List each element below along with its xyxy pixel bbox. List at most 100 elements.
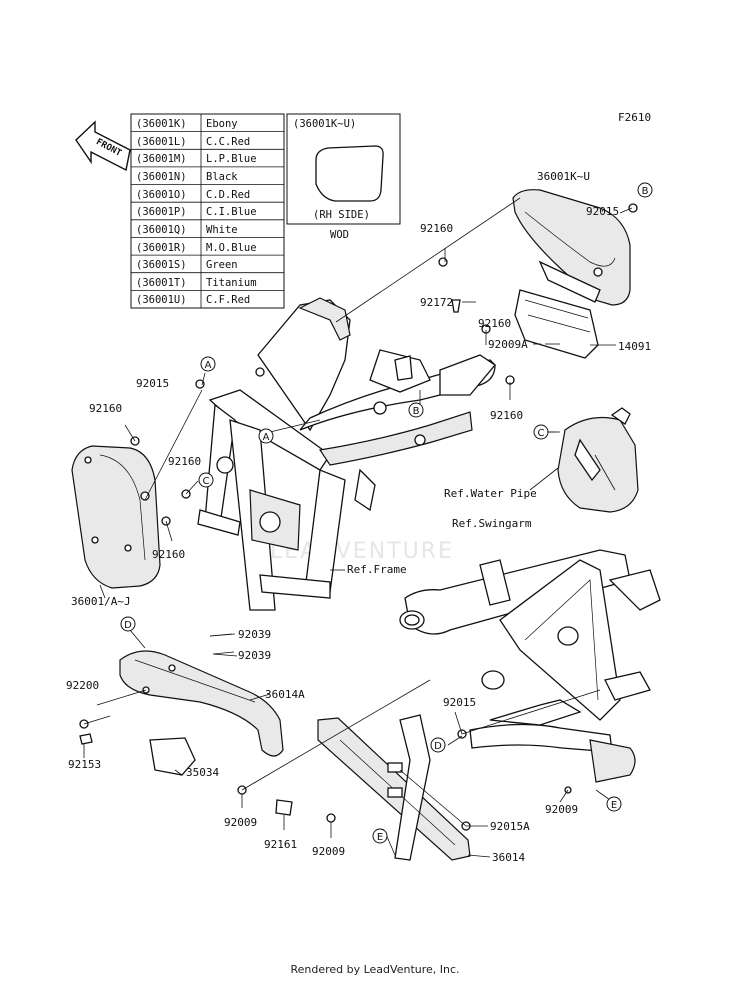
table-code: (36001O) xyxy=(136,189,187,201)
table-color: C.C.Red xyxy=(206,136,250,148)
table-code: (36001M) xyxy=(136,153,187,165)
watermark-text: LEADVENTURE xyxy=(270,539,454,564)
part-label: 92015A xyxy=(490,820,530,833)
part-label: 92015 xyxy=(586,205,619,218)
part-label: 92160 xyxy=(89,402,122,415)
part-label: Ref.Frame xyxy=(347,563,407,576)
clip-92039 xyxy=(212,651,235,655)
svg-text:C: C xyxy=(203,476,210,487)
part-label: 92160 xyxy=(420,222,453,235)
part-label: 36001/A~J xyxy=(71,595,131,608)
part-label: 92015 xyxy=(443,696,476,709)
bolt-92153 xyxy=(79,733,93,745)
plate-92161 xyxy=(275,799,293,816)
table-code: (36001R) xyxy=(136,242,187,254)
part-label: 36001K~U xyxy=(537,170,590,183)
callout-b: B xyxy=(408,402,424,418)
table-color: C.I.Blue xyxy=(206,206,257,218)
table-code: (36001T) xyxy=(136,277,187,289)
inset-side: (RH SIDE) xyxy=(313,209,370,221)
callout-c: C xyxy=(198,472,214,488)
bolt-92172 xyxy=(451,299,461,313)
part-label: 92009 xyxy=(224,816,257,829)
part-label: 92160 xyxy=(152,548,185,561)
bracket-35034 xyxy=(149,737,196,776)
part-label: 92039 xyxy=(238,649,271,662)
part-label: 92015 xyxy=(136,377,169,390)
callout-d: D xyxy=(430,737,446,753)
leader-lines xyxy=(83,197,633,858)
callout-b: B xyxy=(637,182,653,198)
svg-text:B: B xyxy=(413,406,420,417)
table-code: (36001P) xyxy=(136,206,187,218)
table-color: Titanium xyxy=(206,277,257,289)
part-label: 92160 xyxy=(490,409,523,422)
callout-c: C xyxy=(533,424,549,440)
side-cover-inset: (36001K~U) (RH SIDE) WOD xyxy=(286,113,401,241)
part-label: 92172 xyxy=(420,296,453,309)
figure-code: F2610 xyxy=(618,111,651,124)
svg-text:B: B xyxy=(642,186,649,197)
color-table: (36001K) Ebony (36001L) C.C.Red (36001M)… xyxy=(130,113,285,309)
svg-text:C: C xyxy=(538,428,545,439)
part-label: 36014A xyxy=(265,688,305,701)
svg-text:D: D xyxy=(124,620,132,631)
footer-credit: Rendered by LeadVenture, Inc. xyxy=(290,963,460,976)
frame xyxy=(197,297,496,611)
table-color: M.O.Blue xyxy=(206,242,257,254)
lh-side-cover xyxy=(71,445,161,589)
table-color: C.D.Red xyxy=(206,189,250,201)
part-label: 92009 xyxy=(545,803,578,816)
callout-a: A xyxy=(258,428,274,444)
part-label: 14091 xyxy=(618,340,651,353)
lower-cover-36014 xyxy=(317,714,471,861)
callout-e: E xyxy=(372,828,388,844)
part-label: 35034 xyxy=(186,766,219,779)
part-label: 92160 xyxy=(478,317,511,330)
part-label: 92161 xyxy=(264,838,297,851)
inset-caption: WOD xyxy=(330,229,349,241)
table-color: C.F.Red xyxy=(206,294,250,306)
svg-text:D: D xyxy=(434,741,442,752)
side-cover-outline xyxy=(315,145,384,202)
table-code: (36001N) xyxy=(136,171,187,183)
table-code: (36001K) xyxy=(136,118,187,130)
table-color: L.P.Blue xyxy=(206,153,257,165)
svg-text:E: E xyxy=(377,832,383,843)
part-label: Ref.Swingarm xyxy=(452,517,532,530)
grommet xyxy=(140,491,150,501)
callout-d: D xyxy=(120,616,136,632)
rh-side-cover xyxy=(512,189,631,306)
grommet xyxy=(628,203,638,213)
table-code: (36001L) xyxy=(136,136,187,148)
chain-guard-36014a xyxy=(119,650,284,757)
table-color: White xyxy=(206,224,238,236)
part-label: 92160 xyxy=(168,455,201,468)
table-code: (36001S) xyxy=(136,259,187,271)
table-code: (36001Q) xyxy=(136,224,187,236)
part-label: 92009A xyxy=(488,338,528,351)
callout-e: E xyxy=(606,796,622,812)
table-color: Black xyxy=(206,171,238,183)
inset-title: (36001K~U) xyxy=(293,118,356,130)
part-label: 36014 xyxy=(492,851,525,864)
table-code: (36001U) xyxy=(136,294,187,306)
part-label: 92153 xyxy=(68,758,101,771)
water-pipe-cover xyxy=(557,407,639,513)
callout-a: A xyxy=(200,356,216,372)
part-label: 92200 xyxy=(66,679,99,692)
table-color: Ebony xyxy=(206,118,238,130)
part-label: 92009 xyxy=(312,845,345,858)
front-arrow-icon: FRONT xyxy=(75,120,131,172)
table-color: Green xyxy=(206,259,238,271)
grommet xyxy=(195,379,205,389)
svg-text:A: A xyxy=(263,432,270,443)
grommet xyxy=(593,267,603,277)
bolt-92009 xyxy=(326,813,336,823)
svg-text:E: E xyxy=(611,800,617,811)
part-label: Ref.Water Pipe xyxy=(444,487,537,500)
grommet xyxy=(438,257,448,267)
bracket-14091 xyxy=(514,289,599,359)
svg-text:A: A xyxy=(205,360,212,371)
